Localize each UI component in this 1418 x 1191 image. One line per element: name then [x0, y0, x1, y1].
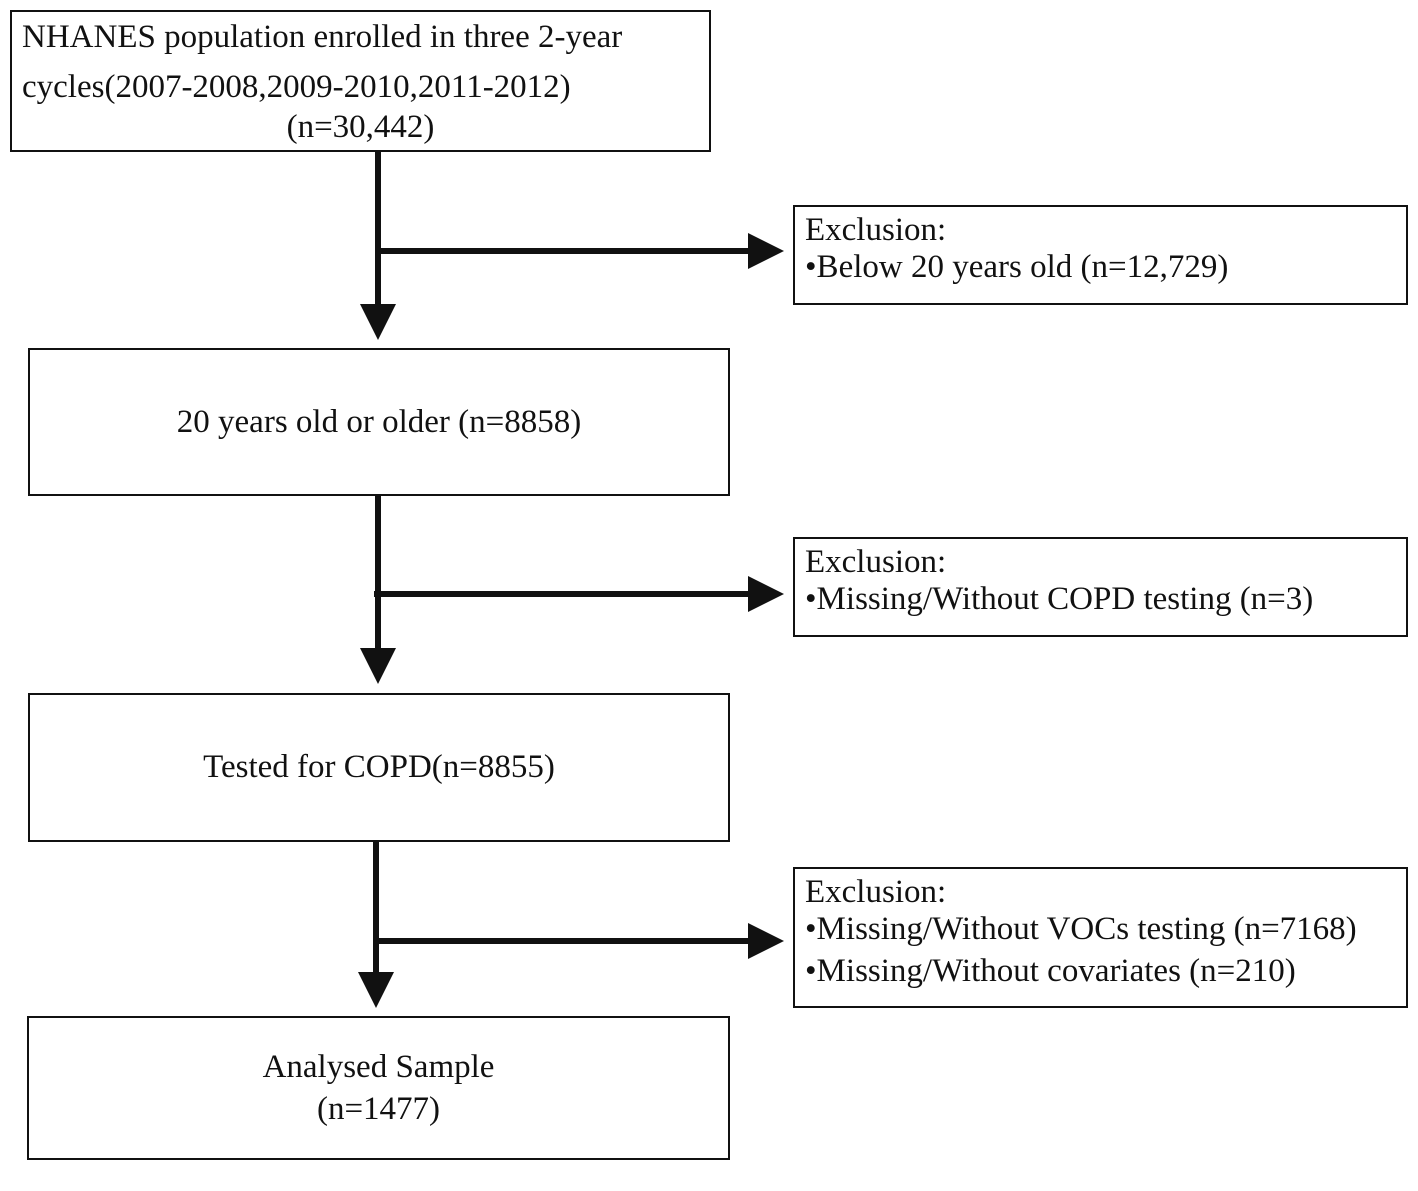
exclusion-3-heading: Exclusion:: [805, 874, 947, 910]
exclusion-box-2: Exclusion: •Missing/Without COPD testing…: [793, 537, 1408, 637]
final-box-line-1: Analysed Sample: [262, 1048, 495, 1085]
step-3-box: Tested for COPD(n=8855): [28, 693, 730, 842]
exclusion-2-heading: Exclusion:: [805, 544, 947, 580]
start-population-box: NHANES population enrolled in three 2-ye…: [10, 10, 711, 152]
step-3-text: Tested for COPD(n=8855): [203, 749, 555, 786]
start-box-line-3: (n=30,442): [286, 109, 435, 146]
analysed-sample-box: Analysed Sample (n=1477): [27, 1016, 730, 1160]
exclusion-1-item-1: •Below 20 years old (n=12,729): [805, 248, 1229, 285]
step-2-box: 20 years old or older (n=8858): [28, 348, 730, 496]
start-box-line-1: NHANES population enrolled in three 2-ye…: [22, 19, 623, 55]
exclusion-3-item-1: •Missing/Without VOCs testing (n=7168): [805, 910, 1357, 947]
exclusion-3-item-2: •Missing/Without covariates (n=210): [805, 952, 1296, 989]
exclusion-box-3: Exclusion: •Missing/Without VOCs testing…: [793, 867, 1408, 1008]
step-2-text: 20 years old or older (n=8858): [176, 403, 582, 440]
exclusion-box-1: Exclusion: •Below 20 years old (n=12,729…: [793, 205, 1408, 305]
final-box-line-2: (n=1477): [316, 1091, 441, 1127]
exclusion-1-heading: Exclusion:: [805, 212, 947, 248]
start-box-line-2: cycles(2007-2008,2009-2010,2011-2012): [22, 69, 571, 106]
exclusion-2-item-1: •Missing/Without COPD testing (n=3): [805, 580, 1314, 617]
